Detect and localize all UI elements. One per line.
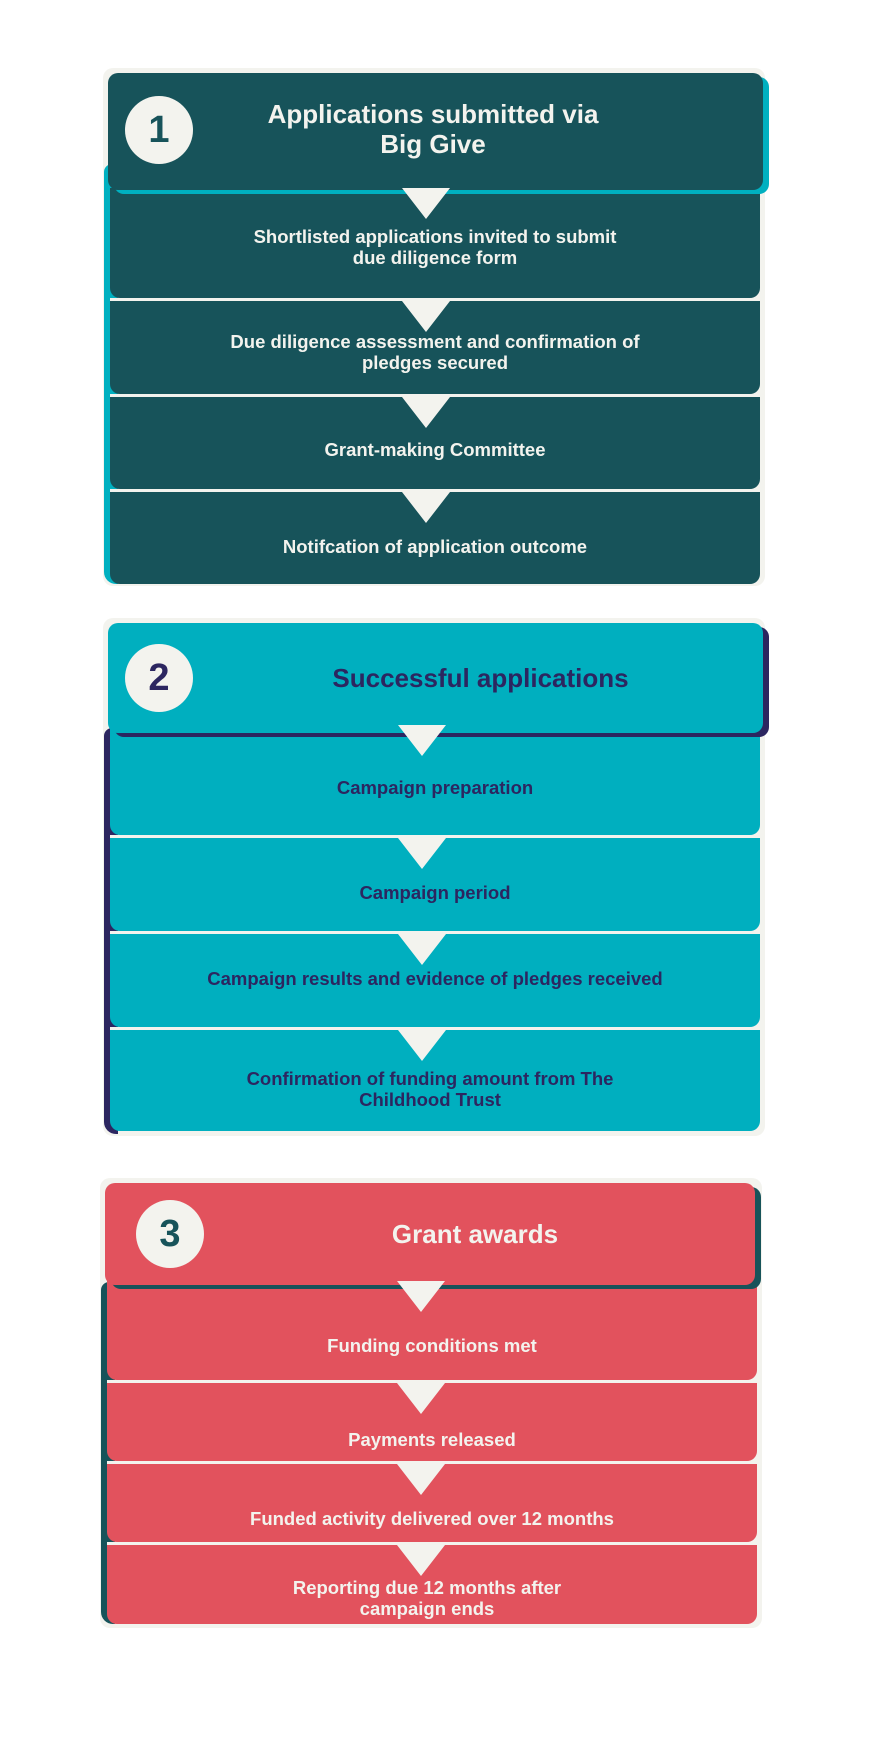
step-divider	[110, 489, 760, 492]
step-label: Confirmation of funding amount from The …	[246, 1068, 614, 1110]
step-divider	[110, 394, 760, 397]
step-divider	[107, 1461, 757, 1464]
stage-number-badge: 2	[125, 644, 193, 712]
step-2: Campaign period	[110, 838, 760, 931]
step-label: Funded activity delivered over 12 months	[250, 1508, 614, 1529]
stage-header: 3 Grant awards	[105, 1183, 755, 1285]
step-3: Grant-making Committee	[110, 397, 760, 489]
stage-title: Grant awards	[391, 1219, 559, 1249]
down-arrow-icon	[398, 934, 446, 965]
down-arrow-icon	[402, 397, 450, 428]
down-arrow-icon	[397, 1383, 445, 1414]
down-arrow-icon	[402, 301, 450, 332]
step-label: Payments released	[348, 1429, 516, 1450]
stage-2-successful-applications: Campaign preparation Campaign period Cam…	[103, 618, 769, 1136]
step-divider	[107, 1380, 757, 1383]
down-arrow-icon	[402, 492, 450, 523]
step-label: Shortlisted applications invited to subm…	[253, 226, 617, 268]
step-divider	[110, 835, 760, 838]
down-arrow-icon	[398, 1030, 446, 1061]
down-arrow-icon	[397, 1545, 445, 1576]
stage-header: 1 Applications submitted via Big Give	[108, 73, 763, 190]
step-divider	[110, 931, 760, 934]
step-divider	[110, 1027, 760, 1030]
step-4: Reporting due 12 months after campaign e…	[107, 1545, 757, 1624]
step-label: Campaign period	[359, 882, 511, 903]
down-arrow-icon	[402, 188, 450, 219]
step-label: Campaign results and evidence of pledges…	[207, 968, 663, 989]
step-2: Payments released	[107, 1383, 757, 1461]
stage-title: Applications submitted via Big Give	[267, 99, 599, 159]
stage-header: 2 Successful applications	[108, 623, 763, 733]
step-label: Notifcation of application outcome	[282, 536, 588, 557]
step-label: Reporting due 12 months after campaign e…	[292, 1577, 562, 1619]
step-label: Grant-making Committee	[324, 439, 546, 460]
stage-1-applications: Shortlisted applications invited to subm…	[103, 68, 769, 586]
stage-title: Successful applications	[332, 663, 629, 693]
stage-number-badge: 1	[125, 96, 193, 164]
step-label: Due diligence assessment and confirmatio…	[230, 331, 640, 373]
stage-3-grant-awards: Funding conditions met Payments released…	[100, 1178, 762, 1628]
step-divider	[110, 298, 760, 301]
step-label: Funding conditions met	[327, 1335, 537, 1356]
down-arrow-icon	[398, 725, 446, 756]
down-arrow-icon	[397, 1464, 445, 1495]
down-arrow-icon	[398, 838, 446, 869]
stage-number-badge: 3	[136, 1200, 204, 1268]
down-arrow-icon	[397, 1281, 445, 1312]
step-divider	[107, 1542, 757, 1545]
step-label: Campaign preparation	[336, 777, 534, 798]
